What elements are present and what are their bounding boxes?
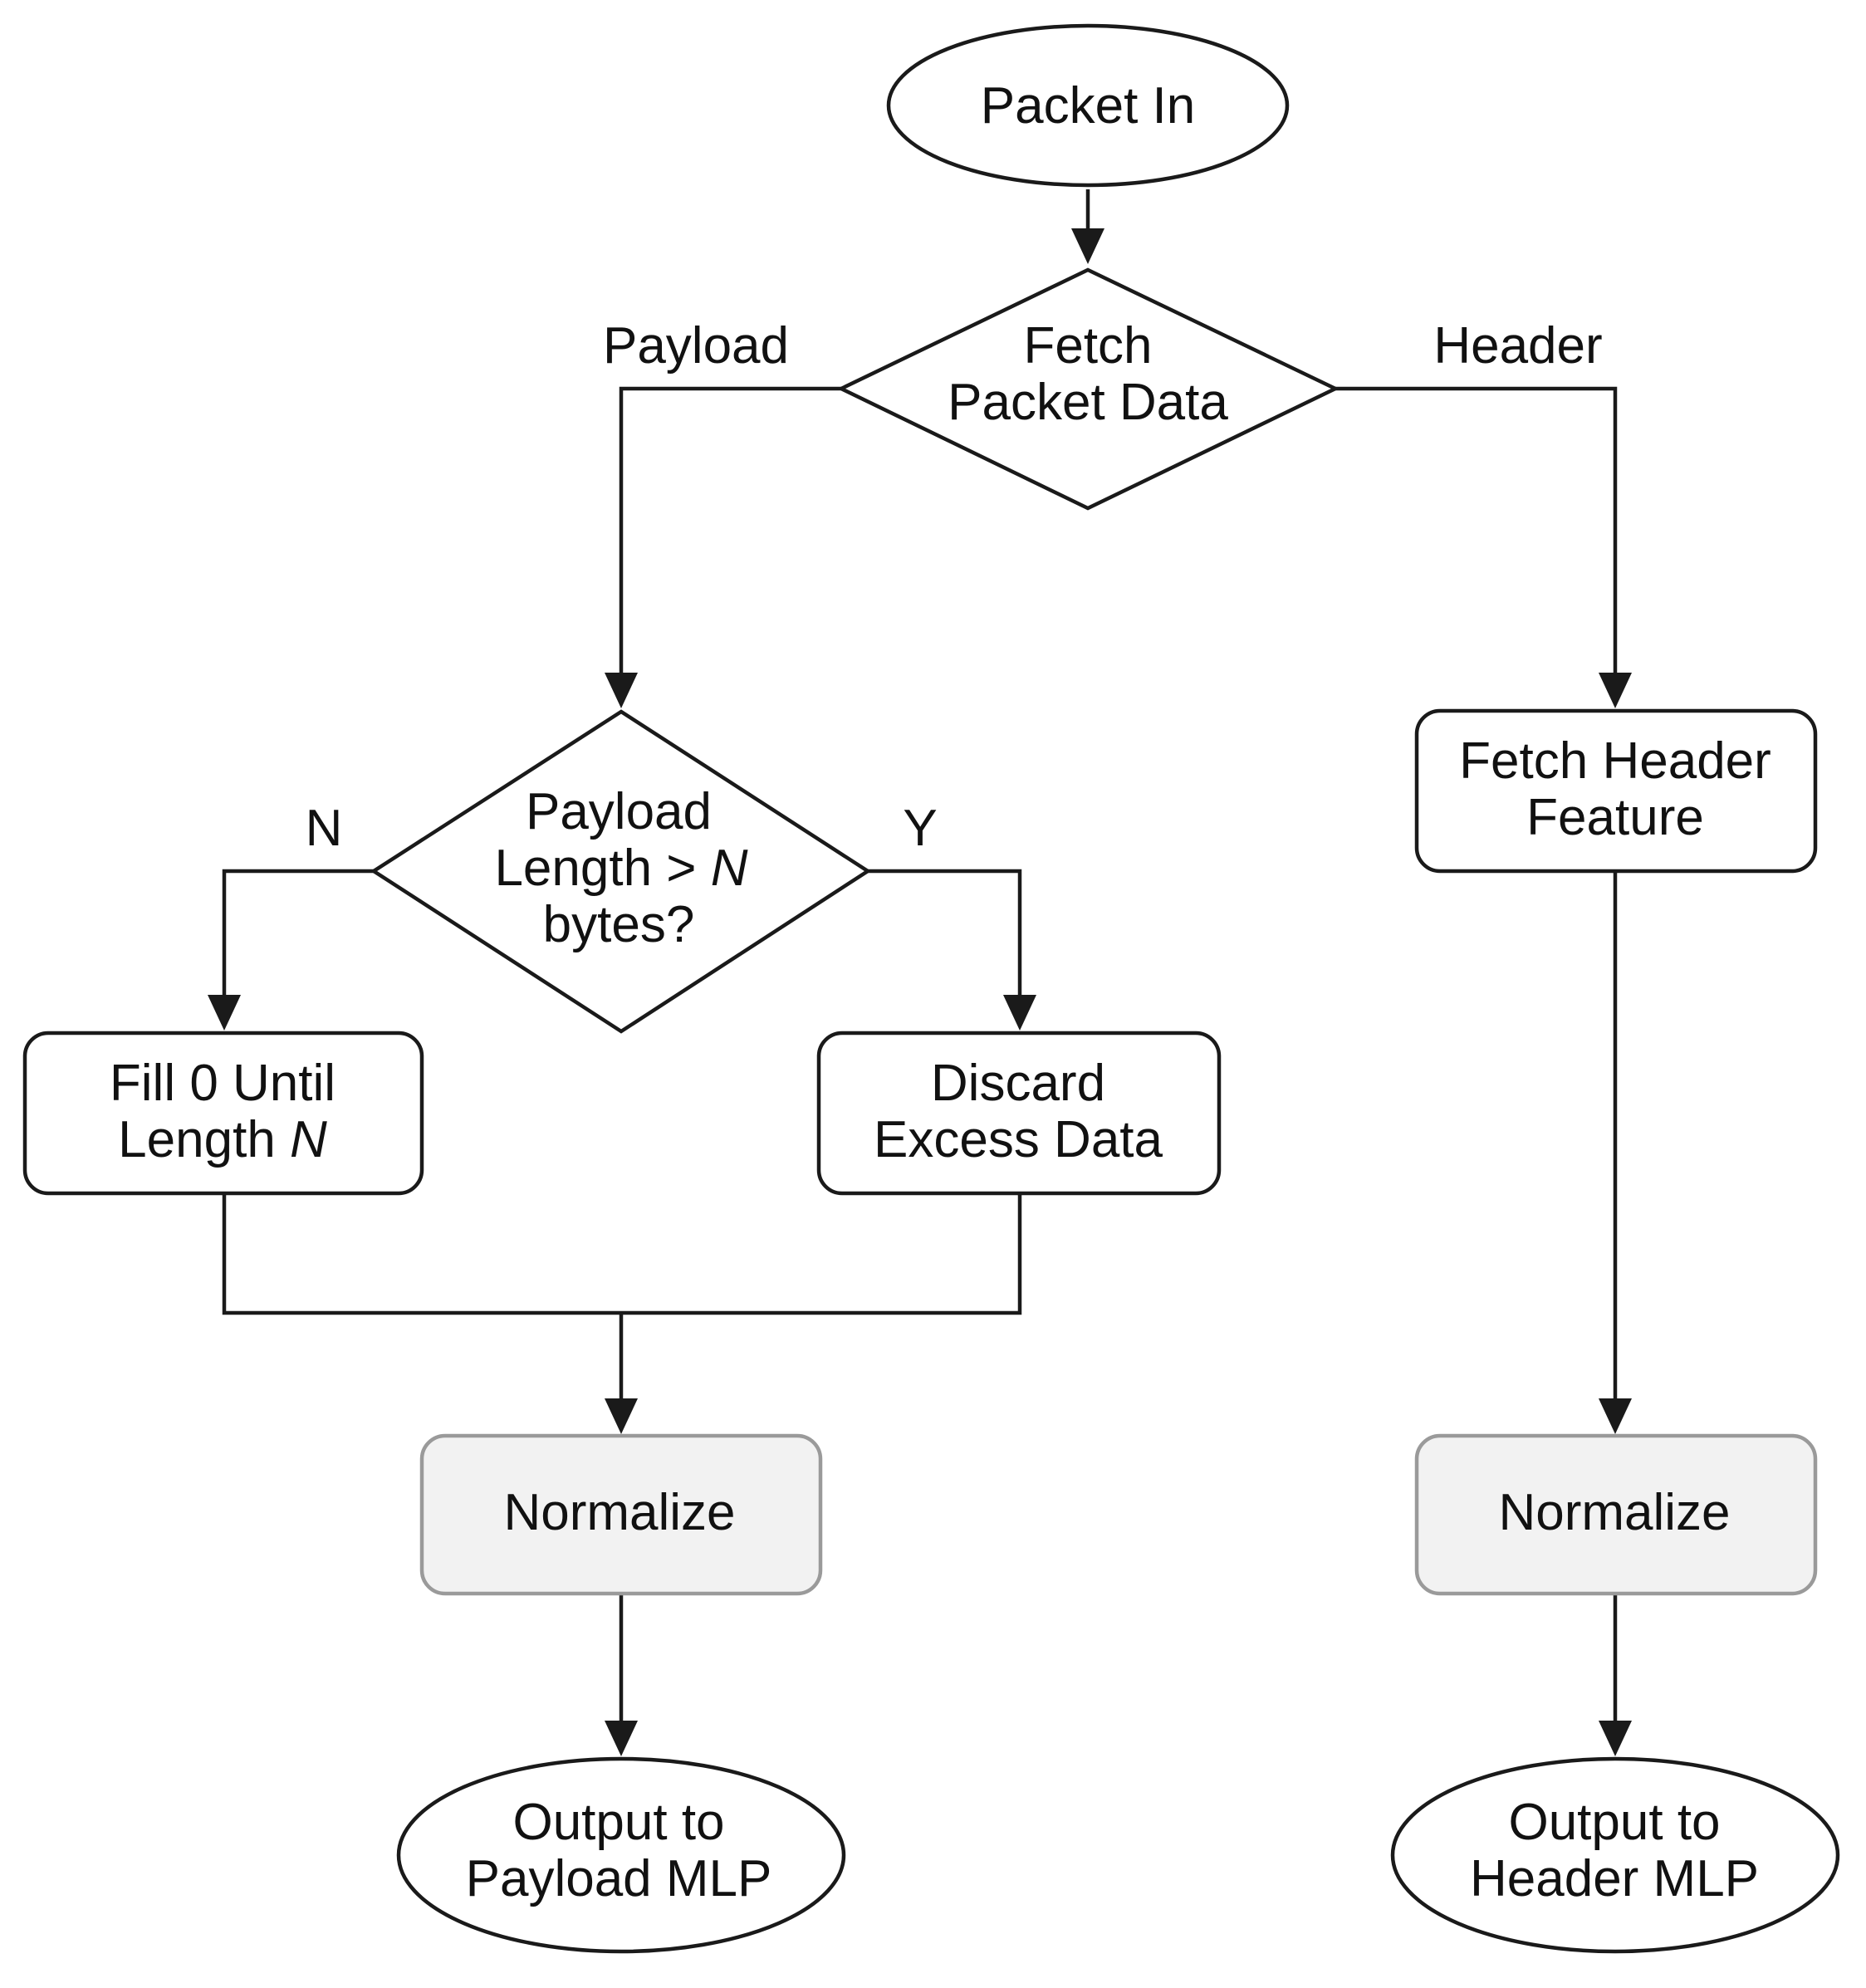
process-box xyxy=(816,1031,1222,1196)
node-output-header: Output to Header MLP xyxy=(1390,1756,1840,1954)
terminal-ellipse xyxy=(1390,1756,1840,1954)
terminal-ellipse xyxy=(396,1756,846,1954)
edge-fetch-to-payload-check xyxy=(619,386,841,683)
edge-label-yes: Y xyxy=(903,800,937,857)
arrowhead xyxy=(208,995,241,1031)
node-label-line: Header MLP xyxy=(1470,1850,1759,1907)
edges xyxy=(222,189,1618,1726)
process-box xyxy=(22,1031,424,1196)
variable-n: N xyxy=(290,1111,327,1168)
arrowhead xyxy=(1599,673,1632,708)
node-normalize-payload: Normalize xyxy=(419,1433,823,1596)
arrowhead xyxy=(1003,995,1036,1031)
arrowhead xyxy=(605,1398,638,1434)
node-payload-length-check: Payload Length > N bytes? xyxy=(370,709,872,1034)
node-fill-zero: Fill 0 Until Length N xyxy=(22,1031,424,1196)
node-discard-excess: Discard Excess Data xyxy=(816,1031,1222,1196)
arrowhead xyxy=(1599,1398,1632,1434)
edge-check-no-to-fill xyxy=(222,869,374,1006)
edge-fill-to-merge xyxy=(222,1193,1022,1315)
node-fetch-packet-data: Fetch Packet Data xyxy=(836,267,1340,511)
edge-fetch-to-header-feature xyxy=(1335,386,1618,683)
node-packet-in: Packet In xyxy=(886,23,1290,188)
edge-labels: Payload Header N Y xyxy=(306,317,1603,857)
node-label: Packet In xyxy=(981,77,1195,135)
edge-check-yes-to-discard xyxy=(868,869,1022,1006)
node-label-line: Output to xyxy=(512,1794,724,1851)
process-box-normalize xyxy=(1414,1433,1818,1596)
node-label-line: Fetch xyxy=(1023,317,1152,375)
node-label-line: Payload xyxy=(526,783,712,840)
node-label-line: Excess Data xyxy=(874,1111,1163,1168)
node-normalize-header: Normalize xyxy=(1414,1433,1818,1596)
arrowhead xyxy=(1599,1721,1632,1756)
variable-n: N xyxy=(711,840,748,897)
process-box-normalize xyxy=(419,1433,823,1596)
edge-label-no: N xyxy=(306,800,343,857)
node-label-line: Fetch Header xyxy=(1459,732,1771,790)
label-prefix: Length > xyxy=(494,840,710,897)
decision-diamond xyxy=(836,267,1340,511)
node-fetch-header-feature: Fetch Header Feature xyxy=(1414,708,1818,874)
process-box xyxy=(1414,708,1818,874)
node-output-payload: Output to Payload MLP xyxy=(396,1756,846,1954)
node-label-line: Length N xyxy=(118,1111,327,1168)
node-label: Normalize xyxy=(1498,1484,1730,1541)
arrowheads xyxy=(208,228,1632,1756)
node-label-line: Feature xyxy=(1526,789,1704,846)
node-label-line: bytes? xyxy=(543,896,695,953)
arrowhead xyxy=(605,1721,638,1756)
edge-label-payload: Payload xyxy=(603,317,789,375)
node-label-line: Packet Data xyxy=(948,374,1228,431)
node-label-line: Payload MLP xyxy=(466,1850,772,1907)
node-label-line: Fill 0 Until xyxy=(110,1055,335,1112)
node-label-line: Length > N xyxy=(494,840,747,897)
label-prefix: Length xyxy=(118,1111,290,1168)
arrowhead xyxy=(605,673,638,708)
edge-label-header: Header xyxy=(1433,317,1602,375)
node-label: Normalize xyxy=(503,1484,735,1541)
node-label-line: Output to xyxy=(1508,1794,1720,1851)
node-label-line: Discard xyxy=(931,1055,1105,1112)
terminal-ellipse xyxy=(886,23,1290,188)
decision-diamond xyxy=(370,709,872,1034)
arrowhead xyxy=(1071,228,1104,264)
